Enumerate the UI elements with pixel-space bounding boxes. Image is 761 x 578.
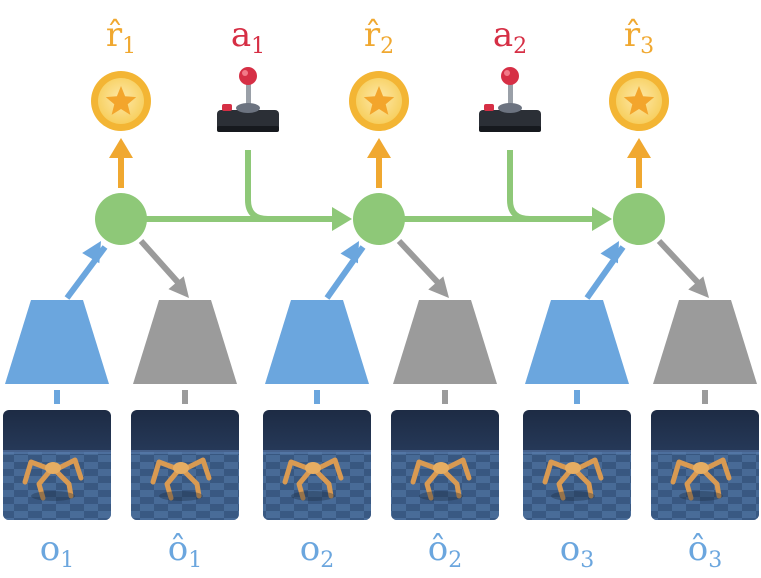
reward-arrowhead [367,138,391,158]
ant-robot-icon [150,457,212,501]
timestep-1 [5,71,237,404]
action-label-2-main: a [493,15,513,55]
action-merge-2 [507,150,531,222]
encoder-arrowhead [82,241,101,264]
transition-arrowhead-2 [592,207,612,231]
observation-label-2-sub: 1 [188,548,202,573]
observation-label-2-main: ô [168,529,188,569]
decoder-block [133,300,237,384]
decoder-block [653,300,757,384]
reconstruction-frame-3 [651,410,759,520]
timestep-3 [525,71,757,404]
encoder-arrowhead [340,241,359,264]
decoder-arrowhead [428,276,449,298]
action-label-1: a1 [231,15,265,59]
observation-label-5: o3 [560,529,594,573]
reconstruction-frame-1 [131,410,239,520]
reward-arrowhead [109,138,133,158]
encoder-connector [54,390,60,404]
timestep-2 [265,71,497,404]
encoder-block [5,300,109,384]
reward-label-2-main: r̂ [364,15,381,55]
decoder-arrowhead [168,276,189,298]
joystick-icon [479,67,541,132]
decoder-arrow [656,238,706,291]
reward-label-2-sub: 2 [380,34,394,59]
decoder-block [393,300,497,384]
observation-label-5-main: o [560,529,580,569]
encoder-block [265,300,369,384]
reward-label-1-main: r̂ [106,15,123,55]
reward-label-1: r̂1 [106,15,136,59]
decoder-arrow [396,238,446,291]
decoder-arrow [138,239,186,290]
action-merge-1 [245,150,269,222]
ant-robot-icon [542,457,604,501]
decoder-connector [702,390,708,404]
encoder-arrowhead [600,241,619,264]
ant-robot-icon [670,457,732,501]
observation-label-1-sub: 1 [60,548,74,573]
ant-robot-icon [410,457,472,501]
observation-frame-1 [3,410,111,520]
latent-transition-arrows [146,150,612,231]
transition-arrowhead-1 [332,207,352,231]
observation-label-6-sub: 3 [708,548,722,573]
observation-label-4: ô2 [428,529,462,573]
observation-label-1: o1 [40,529,74,573]
action-label-1-main: a [231,15,251,55]
observation-label-3: o2 [300,529,334,573]
observation-label-6: ô3 [688,529,722,573]
latent-state-node [613,193,665,245]
star-coin-icon [349,71,409,131]
observation-label-3-sub: 2 [320,548,334,573]
observation-frame-3 [523,410,631,520]
encoder-connector [314,390,320,404]
ant-robot-icon [282,457,344,501]
latent-state-node [95,193,147,245]
observation-label-5-sub: 3 [580,548,594,573]
observation-label-1-main: o [40,529,60,569]
reward-label-3-sub: 3 [640,34,654,59]
action-label-2: a2 [493,15,527,59]
encoder-connector [574,390,580,404]
observation-label-3-main: o [300,529,320,569]
latent-state-node [353,193,405,245]
observation-label-6-main: ô [688,529,708,569]
reward-label-2: r̂2 [364,15,394,59]
decoder-arrowhead [688,276,709,298]
observation-frame-2 [263,410,371,520]
reward-label-1-sub: 1 [122,34,136,59]
reward-label-3-main: r̂ [624,15,641,55]
reward-label-3: r̂3 [624,15,654,59]
encoder-block [525,300,629,384]
reward-arrowhead [627,138,651,158]
decoder-connector [182,390,188,404]
ant-robot-icon [22,457,84,501]
action-label-1-sub: 1 [251,34,265,59]
reconstruction-frame-2 [391,410,499,520]
star-coin-icon [609,71,669,131]
observation-label-4-main: ô [428,529,448,569]
observation-label-2: ô1 [168,529,202,573]
star-coin-icon [91,71,151,131]
joystick-icon [217,67,279,132]
action-label-2-sub: 2 [513,34,527,59]
observation-label-4-sub: 2 [448,548,462,573]
decoder-connector [442,390,448,404]
